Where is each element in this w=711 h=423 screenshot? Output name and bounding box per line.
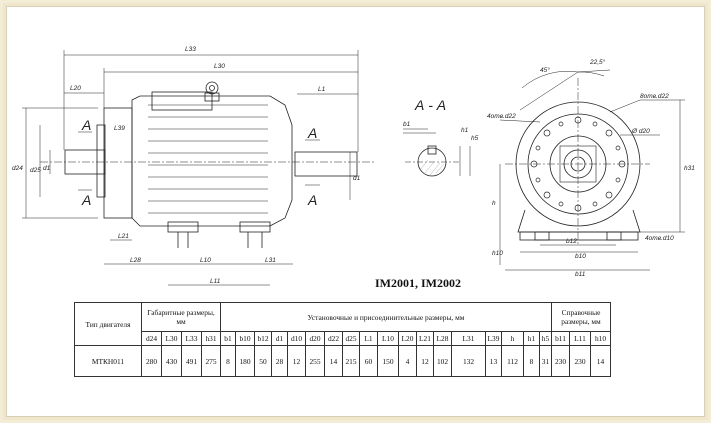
section-label: А - А [414, 97, 446, 113]
table-cell: 180 [235, 345, 255, 377]
table-cell: 12 [416, 345, 434, 377]
column-header: L21 [416, 331, 434, 346]
column-header: h1 [523, 331, 540, 346]
table-cell: 215 [342, 345, 360, 377]
table-cell: 275 [201, 345, 221, 377]
column-header: d10 [287, 331, 306, 346]
view-a-1: A [81, 117, 91, 133]
column-header: d25 [342, 331, 360, 346]
dim-b1: b1 [403, 121, 411, 128]
dim-h31: h31 [684, 165, 695, 172]
dimensions-table: Тип двигателя Габаритные размеры, мм Уст… [74, 302, 611, 377]
view-a-3: A [307, 125, 317, 141]
dim-h: h [492, 200, 496, 207]
dim-d25: d25 [30, 167, 41, 174]
dim-b12: b12 [566, 238, 577, 245]
table-cell: 50 [254, 345, 272, 377]
table-cell: 230 [551, 345, 570, 377]
table-cell: 28 [271, 345, 288, 377]
dim-L21: L21 [118, 233, 129, 240]
dim-L1: L1 [318, 86, 326, 93]
dim-22deg: 22,5° [589, 58, 606, 66]
dim-8holes: 8отв.d22 [640, 93, 669, 100]
dim-d24: d24 [12, 165, 23, 172]
dim-L33: L33 [185, 46, 196, 53]
column-header: b12 [254, 331, 272, 346]
table-cell: 491 [181, 345, 202, 377]
table-cell: 60 [359, 345, 378, 377]
column-header: d22 [324, 331, 343, 346]
dim-4holes: 4отв.d22 [487, 113, 516, 120]
dim-h10: h10 [492, 250, 503, 257]
dim-d1: d1 [43, 165, 51, 172]
column-header: L31 [451, 331, 486, 346]
table-cell: 12 [287, 345, 306, 377]
column-header: h5 [539, 331, 552, 346]
dim-L20: L20 [70, 85, 81, 92]
group-install: Установочные и присоединительные размеры… [220, 302, 552, 332]
table-cell: 280 [141, 345, 162, 377]
row-label: МТКН011 [74, 345, 142, 377]
column-header: b11 [551, 331, 570, 346]
column-header: L10 [377, 331, 399, 346]
dim-holes-base: 4отв.d10 [645, 235, 674, 242]
dim-45deg: 45° [540, 66, 550, 74]
column-header: d1 [271, 331, 288, 346]
table-cell: 14 [324, 345, 343, 377]
column-header: L11 [569, 331, 591, 346]
column-header: L39 [485, 331, 502, 346]
table-cell: 230 [569, 345, 591, 377]
table-cell: 31 [539, 345, 552, 377]
dim-h1: h1 [461, 127, 469, 134]
dim-L10: L10 [200, 257, 211, 264]
column-header: L20 [398, 331, 417, 346]
column-header: L1 [359, 331, 378, 346]
right-shaft [294, 151, 358, 177]
column-header: b1 [220, 331, 236, 346]
dim-L31: L31 [265, 257, 276, 264]
dim-b11: b11 [575, 271, 586, 278]
table-cell: 13 [485, 345, 502, 377]
table-cell: 112 [501, 345, 524, 377]
column-header: L28 [433, 331, 452, 346]
dim-d20: Ø d20 [631, 128, 650, 135]
group-gabarit: Габаритные размеры, мм [141, 302, 221, 332]
column-header: L33 [181, 331, 202, 346]
column-header: h10 [590, 331, 611, 346]
view-a-2: A [81, 192, 91, 208]
column-header: h [501, 331, 524, 346]
table-cell: 255 [305, 345, 325, 377]
view-a-4: A [307, 192, 317, 208]
dim-L28: L28 [130, 257, 141, 264]
drawing-caption: IM2001, IM2002 [375, 276, 461, 290]
column-header: d24 [141, 331, 162, 346]
dim-d1-right: d1 [353, 175, 361, 182]
column-header: L30 [161, 331, 182, 346]
dim-L30: L30 [214, 63, 225, 70]
table-cell: 8 [523, 345, 540, 377]
table-cell: 4 [398, 345, 417, 377]
column-header: b10 [235, 331, 255, 346]
table-cell: 150 [377, 345, 399, 377]
table-cell: 132 [451, 345, 486, 377]
table-cell: 8 [220, 345, 236, 377]
group-ref: Справочные размеры, мм [551, 302, 611, 332]
dim-b10: b10 [575, 253, 586, 260]
table-cell: 430 [161, 345, 182, 377]
dim-h5: h5 [471, 135, 479, 142]
dim-L39: L39 [114, 125, 125, 132]
dim-L11: L11 [210, 278, 221, 285]
table-cell: 102 [433, 345, 452, 377]
type-header: Тип двигателя [74, 302, 142, 346]
motor-body [131, 95, 293, 227]
column-header: d20 [305, 331, 325, 346]
column-header: h31 [201, 331, 221, 346]
table-cell: 14 [590, 345, 611, 377]
